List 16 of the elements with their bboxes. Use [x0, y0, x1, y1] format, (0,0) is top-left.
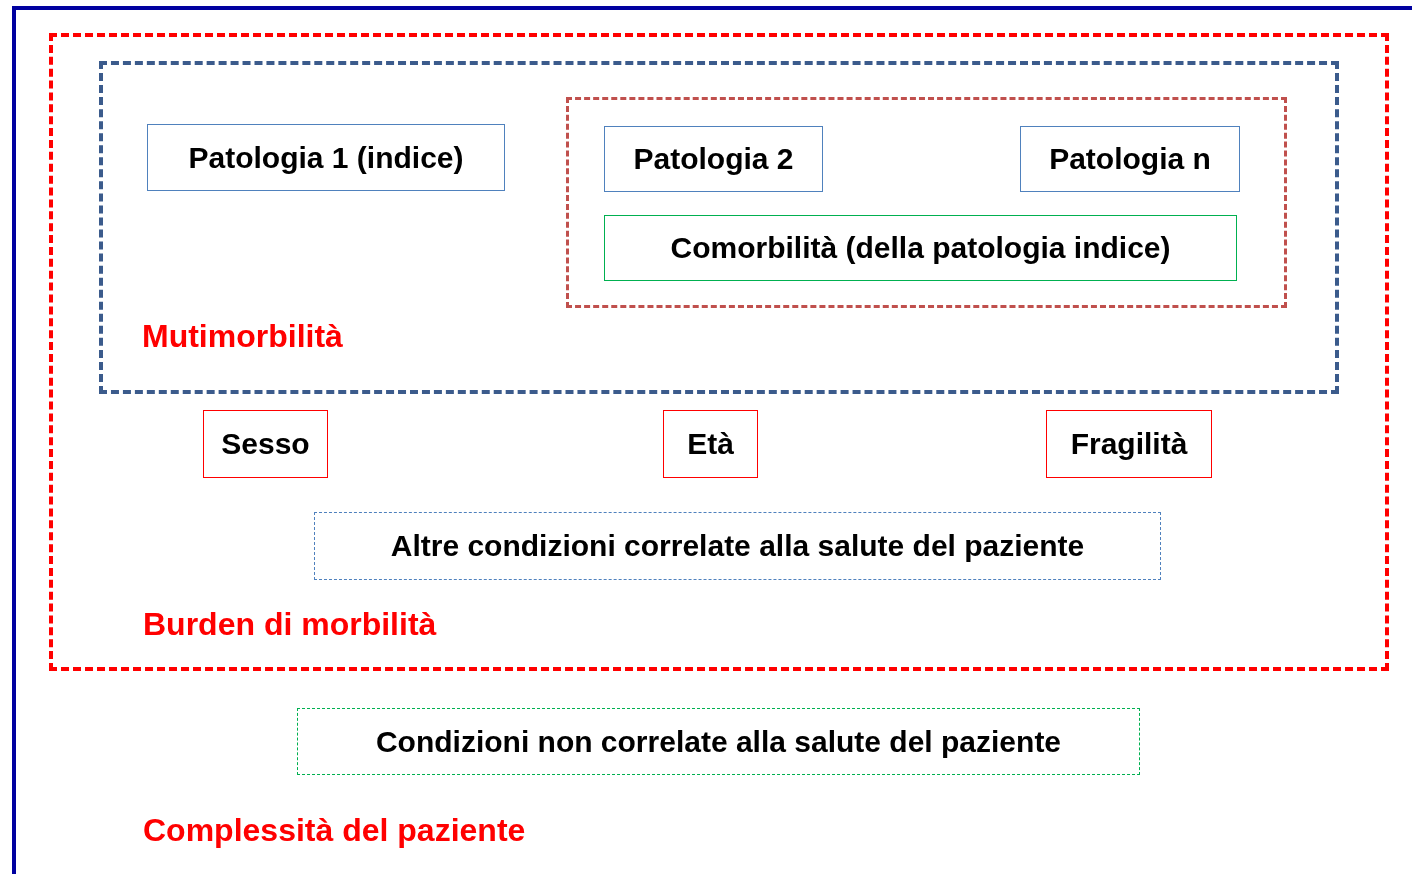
dashed-group-frame [566, 97, 1287, 308]
concept-box: Età [663, 410, 758, 478]
concept-box: Sesso [203, 410, 328, 478]
concept-box: Patologia 1 (indice) [147, 124, 505, 191]
group-heading: Mutimorbilità [142, 318, 343, 355]
concept-box: Altre condizioni correlate alla salute del paziente [314, 512, 1161, 580]
group-frame [99, 61, 1339, 394]
concept-box: Patologia 2 [604, 126, 823, 192]
concept-box: Fragilità [1046, 410, 1212, 478]
group-frame [49, 33, 1389, 671]
group-heading: Complessità del paziente [143, 812, 526, 849]
group-heading: Burden di morbilità [143, 606, 437, 643]
concept-box: Comorbilità (della patologia indice) [604, 215, 1237, 281]
group-frame [12, 6, 1412, 874]
concept-box: Patologia n [1020, 126, 1240, 192]
concept-box: Condizioni non correlate alla salute del paziente [297, 708, 1140, 775]
